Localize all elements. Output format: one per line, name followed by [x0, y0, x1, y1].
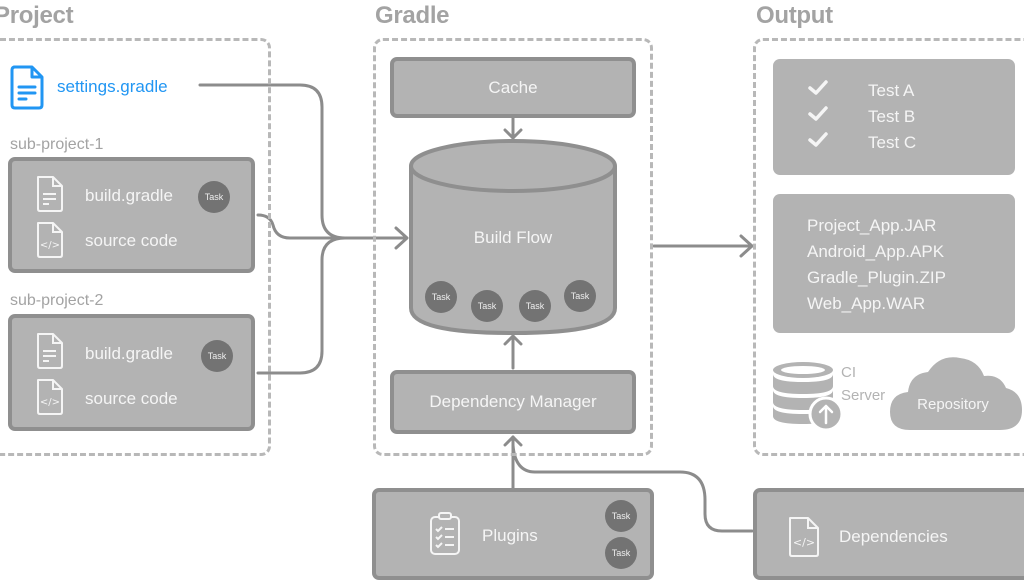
- subproject-1-title: sub-project-1: [10, 136, 104, 153]
- output-container: [753, 38, 1024, 456]
- dependencies-box[interactable]: </> Dependencies: [753, 488, 1024, 580]
- plugins-label: Plugins: [482, 526, 538, 545]
- ci-server-database-icon: [773, 362, 843, 432]
- settings-gradle-label: settings.gradle: [57, 77, 168, 96]
- svg-text:</>: </>: [793, 536, 815, 549]
- section-title-output: Output: [756, 2, 833, 29]
- arrow-head-output: [739, 234, 754, 258]
- ci-server-label: CI Server: [841, 361, 885, 407]
- test-item: Test B: [868, 107, 916, 126]
- build-flow-label: Build Flow: [473, 228, 553, 247]
- check-icon: [807, 105, 829, 128]
- svg-text:</>: </>: [40, 397, 60, 408]
- build-file-icon: [37, 176, 63, 212]
- cache-label: Cache: [488, 77, 538, 97]
- task-badge: Task: [198, 181, 230, 213]
- subproject-1-build-file: build.gradle: [85, 186, 173, 205]
- code-file-icon: </>: [37, 379, 63, 415]
- test-item: Test C: [868, 133, 917, 152]
- subproject-1-box[interactable]: build.gradle Task </> source code: [8, 157, 255, 273]
- task-badge: Task: [605, 500, 637, 532]
- arrow-head-plugins: [503, 435, 523, 447]
- subproject-2-box[interactable]: build.gradle Task </> source code: [8, 314, 255, 431]
- arrow-head-cache: [503, 128, 523, 140]
- section-title-project: Project: [0, 2, 74, 29]
- artifact-item: Web_App.WAR: [807, 294, 926, 313]
- check-icon: [807, 79, 829, 102]
- cache-box[interactable]: Cache: [390, 57, 636, 118]
- repository-cloud-icon: [890, 357, 1022, 430]
- project-container: [0, 38, 271, 456]
- arrow-head-depmgr: [503, 334, 523, 346]
- settings-gradle-item[interactable]: settings.gradle: [10, 63, 168, 111]
- connector-dependencies-to-depmgr: [511, 443, 754, 533]
- artifact-item: Project_App.JAR: [807, 216, 937, 235]
- plugins-box[interactable]: Plugins Task Task: [372, 488, 654, 580]
- task-badge: Task: [605, 537, 637, 569]
- section-title-gradle: Gradle: [375, 2, 450, 29]
- ci-server-label-line: CI: [841, 364, 856, 381]
- build-file-icon: [37, 333, 63, 369]
- task-badge: Task: [471, 290, 503, 322]
- task-badge: Task: [425, 281, 457, 313]
- dependencies-label: Dependencies: [839, 527, 948, 546]
- clipboard-checklist-icon: [430, 512, 460, 555]
- code-file-icon: </>: [37, 222, 63, 258]
- subproject-2-build-file: build.gradle: [85, 344, 173, 363]
- code-file-icon: </>: [789, 517, 819, 557]
- tests-box: Test A Test B Test C: [773, 59, 1015, 175]
- subproject-2-source: source code: [85, 389, 178, 408]
- task-badge: Task: [519, 290, 551, 322]
- artifacts-box: Project_App.JAR Android_App.APK Gradle_P…: [773, 194, 1015, 333]
- connector-subproject1-to-buildflow: [256, 213, 347, 240]
- subproject-1-source: source code: [85, 231, 178, 250]
- artifact-item: Android_App.APK: [807, 242, 945, 261]
- arrow-head-buildflow: [394, 226, 409, 250]
- task-badge: Task: [201, 340, 233, 372]
- dependency-manager-label: Dependency Manager: [429, 392, 597, 411]
- document-icon: [10, 65, 44, 110]
- repository-label: Repository: [917, 396, 989, 413]
- check-icon: [807, 131, 829, 154]
- gradle-container: [373, 38, 653, 456]
- svg-text:</>: </>: [40, 240, 60, 251]
- subproject-2-title: sub-project-2: [10, 292, 104, 309]
- connector-subproject2-to-buildflow: [256, 236, 347, 375]
- test-item: Test A: [868, 81, 915, 100]
- artifact-item: Gradle_Plugin.ZIP: [807, 268, 946, 287]
- task-badge: Task: [564, 280, 596, 312]
- dependency-manager-box[interactable]: Dependency Manager: [390, 370, 636, 434]
- ci-server-label-line: Server: [841, 387, 886, 404]
